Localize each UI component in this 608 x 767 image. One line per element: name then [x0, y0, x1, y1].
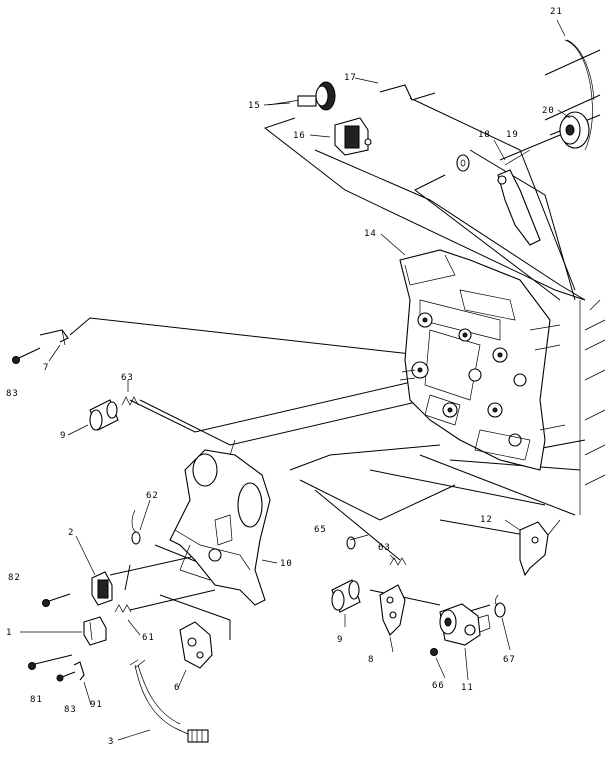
- callout-7: 7: [43, 363, 49, 373]
- callout-21: 21: [550, 7, 563, 17]
- callout-3: 3: [108, 737, 114, 747]
- part-9-roller-bottom: [331, 579, 361, 613]
- part-66-nut: [430, 648, 438, 656]
- callout-91: 91: [90, 700, 103, 710]
- main-frame: [399, 249, 566, 471]
- part-2-solenoid: [91, 571, 113, 606]
- part-8-lever: [379, 584, 406, 636]
- part-83-screw-top: [12, 347, 41, 364]
- part-11-motor: [439, 603, 491, 646]
- callout-2: 2: [68, 528, 74, 538]
- callout-8: 8: [368, 655, 374, 665]
- callout-16: 16: [293, 131, 306, 141]
- callout-1: 1: [6, 628, 12, 638]
- part-3-harness: [129, 659, 209, 743]
- callout-81: 81: [30, 695, 43, 705]
- callout-65: 65: [314, 525, 327, 535]
- callout-83-top: 83: [6, 389, 19, 399]
- callout-82: 82: [8, 573, 21, 583]
- callout-9-top: 9: [60, 431, 66, 441]
- part-10-side-plate: [169, 439, 271, 606]
- callout-67: 67: [503, 655, 516, 665]
- callout-62: 62: [146, 491, 159, 501]
- part-19-lever: [497, 149, 541, 246]
- callout-labels: 1 2 3 6 7 8 9 9 10 11 12 14 15 16 17 18 …: [6, 7, 563, 747]
- callout-66: 66: [432, 681, 445, 691]
- part-21-wire: [564, 39, 595, 151]
- part-20-pulley: [559, 111, 590, 149]
- part-9-roller-top: [89, 399, 119, 431]
- part-7-bracket: [39, 329, 69, 346]
- part-18-washer: [456, 154, 470, 172]
- callout-12: 12: [480, 515, 493, 525]
- part-65-washer: [346, 536, 356, 550]
- callout-83-bottom: 83: [64, 705, 77, 715]
- callout-63-bottom: 63: [378, 543, 391, 553]
- callout-19: 19: [506, 130, 519, 140]
- part-82-screw: [42, 593, 71, 607]
- part-16-bracket: [334, 117, 372, 156]
- part-63-spring-top: [121, 396, 139, 406]
- part-67-ring: [494, 594, 506, 618]
- callout-63-top: 63: [121, 373, 134, 383]
- part-61-spring: [114, 604, 132, 613]
- callout-18: 18: [478, 130, 491, 140]
- callout-15: 15: [248, 101, 261, 111]
- part-6-sensor: [179, 621, 213, 669]
- part-81-screw: [28, 654, 73, 670]
- part-83-screw-bottom: [56, 671, 76, 682]
- part-91-clip: [73, 661, 85, 681]
- part-1-block: [83, 616, 107, 646]
- part-63-spring-bottom: [389, 557, 407, 566]
- callout-17: 17: [344, 73, 357, 83]
- part-12-bracket: [519, 519, 561, 577]
- part-17-shaft: [379, 84, 436, 101]
- part-15-gear: [267, 81, 336, 111]
- callout-leaders: [20, 19, 571, 741]
- callout-9-bottom: 9: [337, 635, 343, 645]
- callout-20: 20: [542, 106, 555, 116]
- part-62-washer: [131, 509, 141, 545]
- assembly-lines: [69, 49, 606, 640]
- callout-10: 10: [280, 559, 293, 569]
- callout-14: 14: [364, 229, 377, 239]
- callout-11: 11: [461, 683, 474, 693]
- callout-61: 61: [142, 633, 155, 643]
- callout-6: 6: [174, 683, 180, 693]
